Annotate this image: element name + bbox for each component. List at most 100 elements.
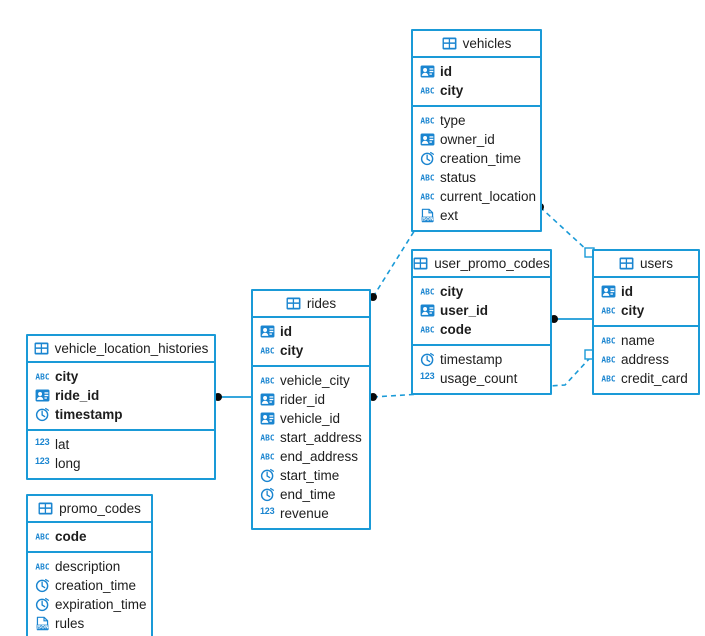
column-row[interactable]: ABC vehicle_city — [253, 371, 369, 390]
svg-text:ABC: ABC — [420, 326, 434, 335]
column-name: description — [55, 558, 121, 574]
svg-text:ABC: ABC — [420, 288, 434, 297]
primary-key-row[interactable]: ride_id — [28, 386, 214, 405]
table-grid-icon — [442, 37, 457, 50]
table-grid-icon — [34, 342, 49, 355]
column-name: status — [440, 169, 477, 185]
column-row[interactable]: timestamp — [413, 350, 550, 369]
column-name: end_address — [280, 448, 359, 464]
abc-string-icon: ABC — [420, 87, 434, 96]
column-row[interactable]: ABC description — [28, 557, 151, 576]
123-number-icon: 123 — [420, 371, 435, 381]
table-header-vehicle_location_histories[interactable]: vehicle_location_histories — [28, 336, 214, 363]
abc-string-icon: ABC — [35, 533, 49, 542]
column-name: long — [55, 455, 81, 471]
abc-string-icon: ABC — [260, 377, 274, 386]
column-name: current_location — [440, 188, 537, 204]
abc-string-icon: ABC — [601, 356, 615, 365]
abc-string-icon: ABC — [420, 288, 434, 297]
column-row[interactable]: end_time — [253, 485, 369, 504]
svg-text:ABC: ABC — [35, 563, 49, 572]
column-name: id — [621, 283, 633, 299]
clock-icon — [35, 578, 50, 593]
abc-string-icon: ABC — [260, 347, 274, 356]
primary-key-row[interactable]: timestamp — [28, 405, 214, 424]
svg-text:ABC: ABC — [260, 434, 274, 443]
table-header-promo_codes[interactable]: promo_codes — [28, 496, 151, 523]
column-row[interactable]: ABC end_address — [253, 447, 369, 466]
column-row[interactable]: rider_id — [253, 390, 369, 409]
table-title: user_promo_codes — [434, 255, 550, 271]
column-row[interactable]: ABC current_location — [413, 187, 540, 206]
svg-text:ABC: ABC — [420, 117, 434, 126]
column-name: expiration_time — [55, 596, 147, 612]
primary-key-row[interactable]: id — [413, 62, 540, 81]
column-row[interactable]: expiration_time — [28, 595, 151, 614]
json-file-icon: JSON — [35, 616, 49, 631]
primary-key-row[interactable]: id — [594, 282, 698, 301]
primary-key-row[interactable]: user_id — [413, 301, 550, 320]
column-name: vehicle_city — [280, 372, 350, 388]
column-section: timestamp 123 usage_count — [413, 346, 550, 393]
table-header-user_promo_codes[interactable]: user_promo_codes — [413, 251, 550, 278]
column-row[interactable]: creation_time — [413, 149, 540, 168]
table-header-users[interactable]: users — [594, 251, 698, 278]
table-title: vehicle_location_histories — [54, 340, 209, 356]
table-title: promo_codes — [59, 500, 141, 516]
key-id-icon — [601, 285, 616, 298]
column-row[interactable]: owner_id — [413, 130, 540, 149]
svg-text:ABC: ABC — [35, 533, 49, 542]
column-name: start_time — [280, 467, 340, 483]
column-row[interactable]: 123 usage_count — [413, 369, 550, 388]
column-row[interactable]: vehicle_id — [253, 409, 369, 428]
abc-string-icon: ABC — [420, 326, 434, 335]
column-name: id — [440, 63, 452, 79]
abc-string-icon: ABC — [260, 453, 274, 462]
table-header-rides[interactable]: rides — [253, 291, 369, 318]
key-id-icon — [260, 325, 275, 338]
123-number-icon: 123 — [35, 437, 50, 447]
primary-key-row[interactable]: id — [253, 322, 369, 341]
column-name: ext — [440, 207, 459, 223]
table-grid-icon — [286, 297, 301, 310]
svg-text:ABC: ABC — [260, 377, 274, 386]
column-name: name — [621, 332, 655, 348]
column-name: ride_id — [55, 387, 100, 403]
column-name: usage_count — [440, 370, 518, 386]
table-grid-icon — [619, 257, 634, 270]
svg-text:ABC: ABC — [420, 193, 434, 202]
key-id-icon — [420, 304, 435, 317]
table-header-vehicles[interactable]: vehicles — [413, 31, 540, 58]
column-row[interactable]: creation_time — [28, 576, 151, 595]
column-row[interactable]: start_time — [253, 466, 369, 485]
